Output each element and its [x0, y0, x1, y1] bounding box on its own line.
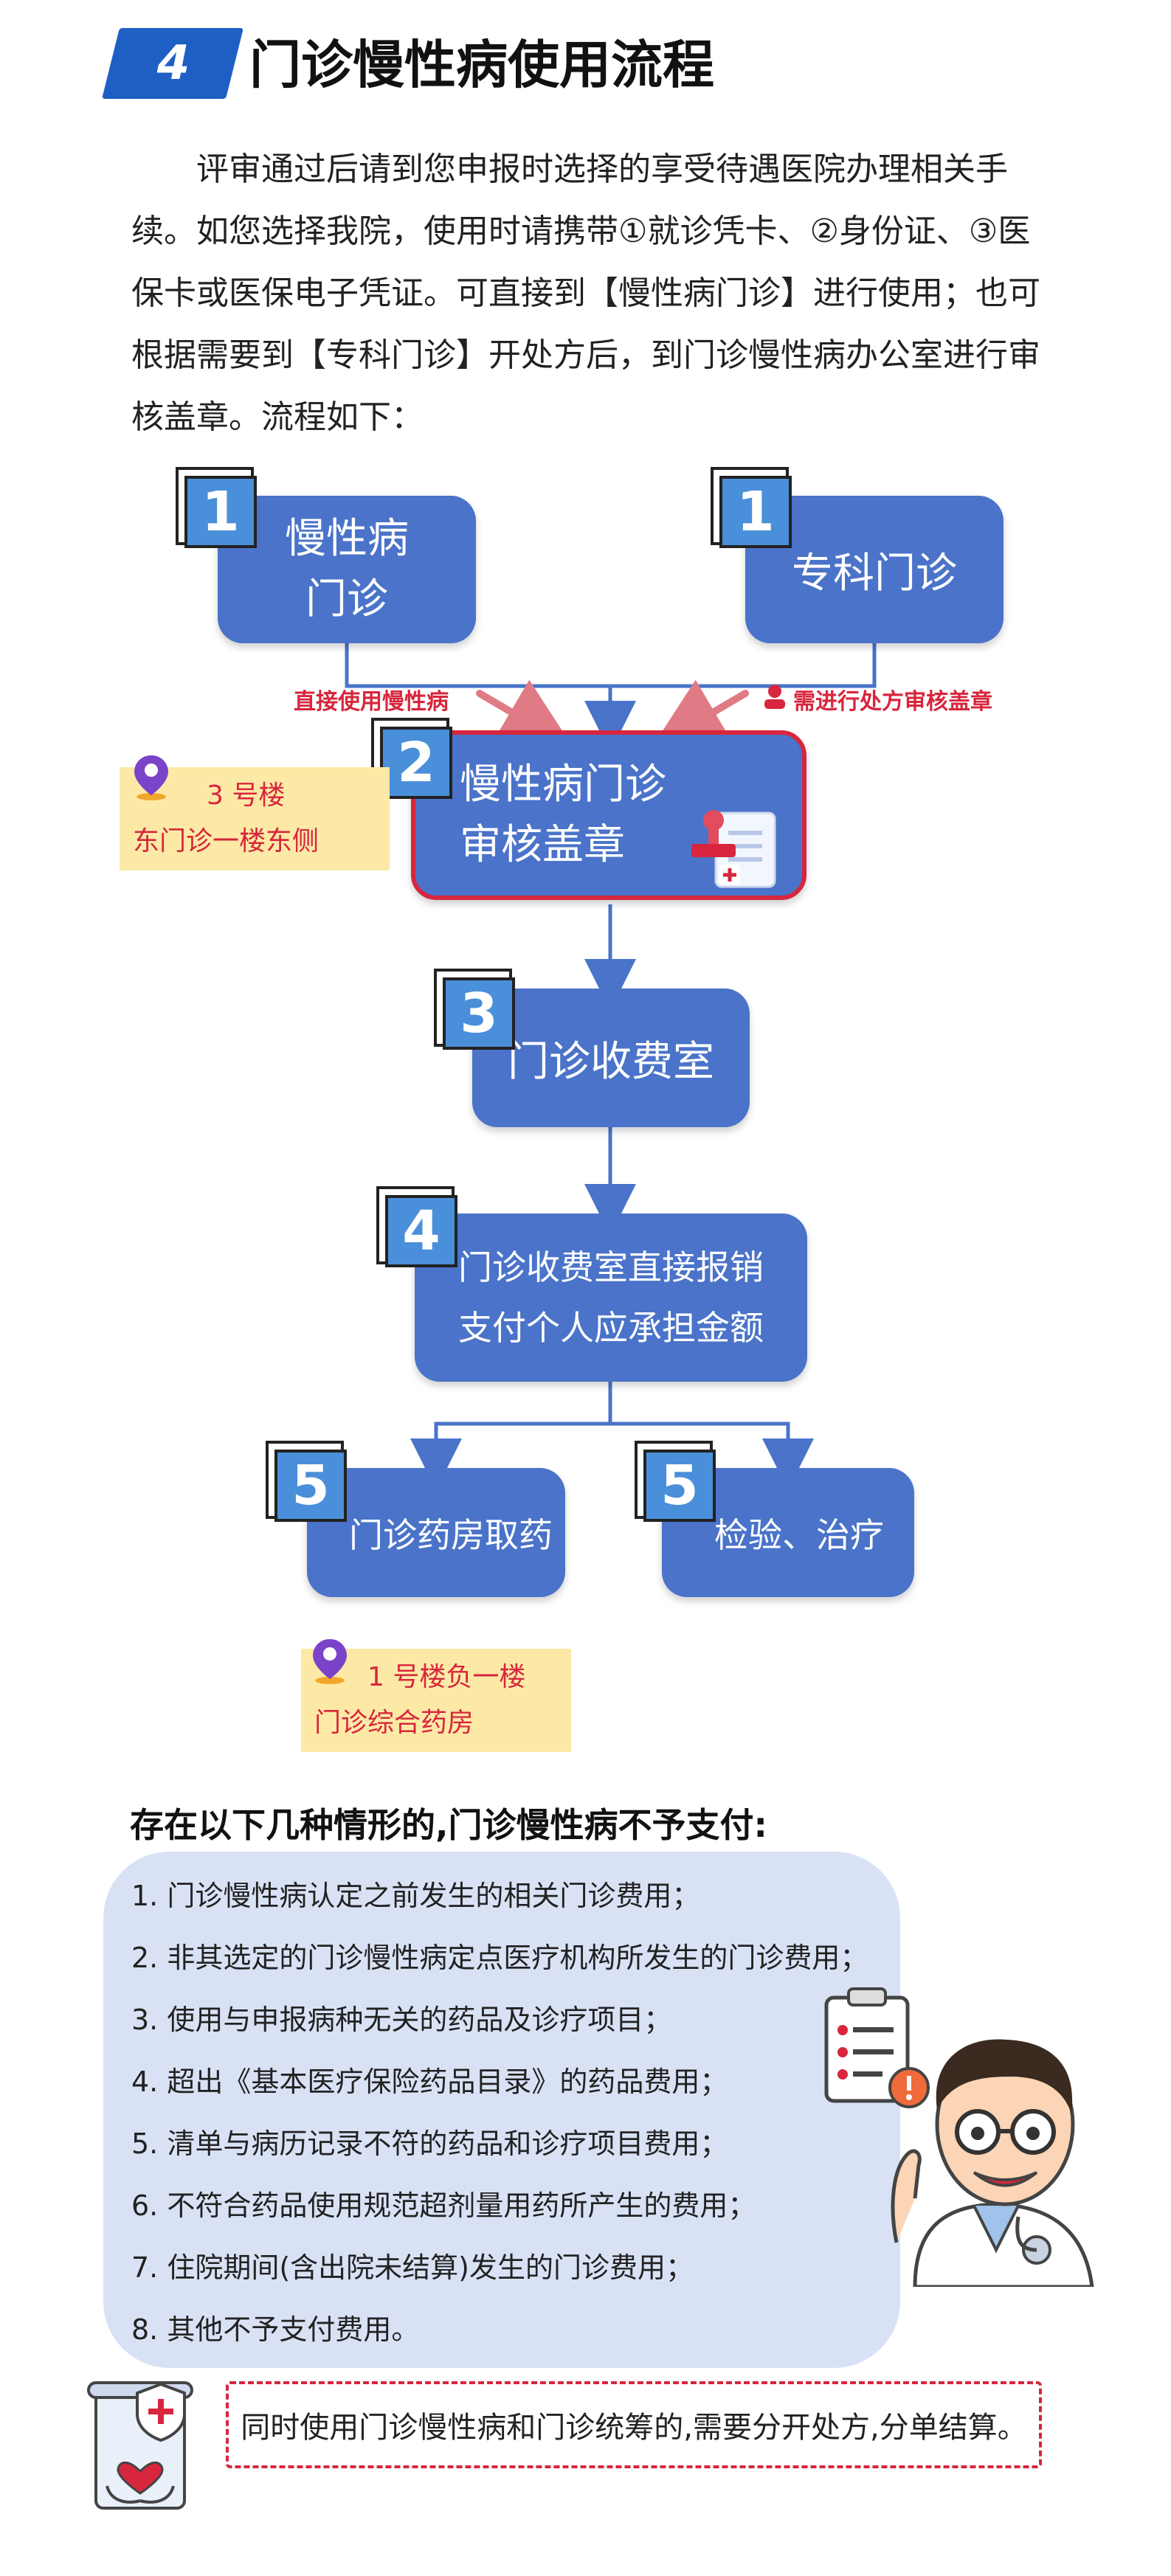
list-item: 1. 门诊慢性病认定之前发生的相关门诊费用； [131, 1880, 700, 1912]
step-number-badge: 2 [380, 727, 452, 799]
not-paid-title: 存在以下几种情形的,门诊慢性病不予支付: [130, 1805, 767, 1845]
list-item: 3. 使用与申报病种无关的药品及诊疗项目； [131, 2004, 672, 2036]
location-pin-icon [133, 752, 170, 801]
doctor-illustration [885, 2007, 1107, 2289]
location-note-step2: 3 号楼 东门诊一楼东侧 [120, 767, 390, 870]
step-number-badge: 4 [385, 1195, 457, 1267]
section-number: 4 [156, 36, 190, 91]
arrow-label-review: 需进行处方审核盖章 [793, 689, 992, 715]
step-number-badge: 1 [184, 476, 257, 548]
step5-pharmacy-box: 门诊药房取药 [307, 1468, 565, 1597]
list-item: 8. 其他不予支付费用。 [131, 2313, 420, 2346]
not-paid-list: 1. 门诊慢性病认定之前发生的相关门诊费用； 2. 非其选定的门诊慢性病定点医疗… [131, 1865, 980, 2361]
step3-cashier-box: 门诊收费室 [472, 988, 750, 1127]
not-paid-list-background [103, 1852, 900, 2368]
person-icon [761, 683, 788, 710]
stamp-icon [675, 804, 786, 893]
arrow-label-direct: 直接使用慢性病 [294, 689, 449, 715]
list-item: 2. 非其选定的门诊慢性病定点医疗机构所发生的门诊费用； [131, 1942, 868, 1974]
page-title: 门诊慢性病使用流程 [249, 35, 714, 95]
insurance-scroll-icon [74, 2375, 207, 2516]
location-pin-icon [311, 1636, 348, 1685]
location-note-step5: 1 号楼负一楼 门诊综合药房 [301, 1649, 571, 1752]
step-number-badge: 5 [274, 1450, 347, 1522]
list-item: 7. 住院期间(含出院未结算)发生的门诊费用； [131, 2251, 694, 2284]
list-item: 5. 清单与病历记录不符的药品和诊疗项目费用； [131, 2127, 728, 2160]
step4-reimbursement-box: 门诊收费室直接报销支付个人应承担金额 [415, 1213, 807, 1382]
step-number-badge: 5 [643, 1450, 716, 1522]
step-number-badge: 3 [443, 977, 515, 1050]
clipboard-icon [819, 1984, 937, 2113]
list-item: 4. 超出《基本医疗保险药品目录》的药品费用； [131, 2066, 728, 2098]
intro-paragraph: 评审通过后请到您申报时选择的享受待遇医院办理相关手续。如您选择我院，使用时请携带… [131, 150, 1040, 436]
step-number-badge: 1 [719, 476, 792, 548]
step1-chronic-clinic-box: 慢性病门诊 [218, 496, 476, 643]
list-item: 6. 不符合药品使用规范超剂量用药所产生的费用； [131, 2189, 756, 2222]
settlement-note: 同时使用门诊慢性病和门诊统筹的,需要分开处方,分单结算。 [226, 2381, 1042, 2468]
